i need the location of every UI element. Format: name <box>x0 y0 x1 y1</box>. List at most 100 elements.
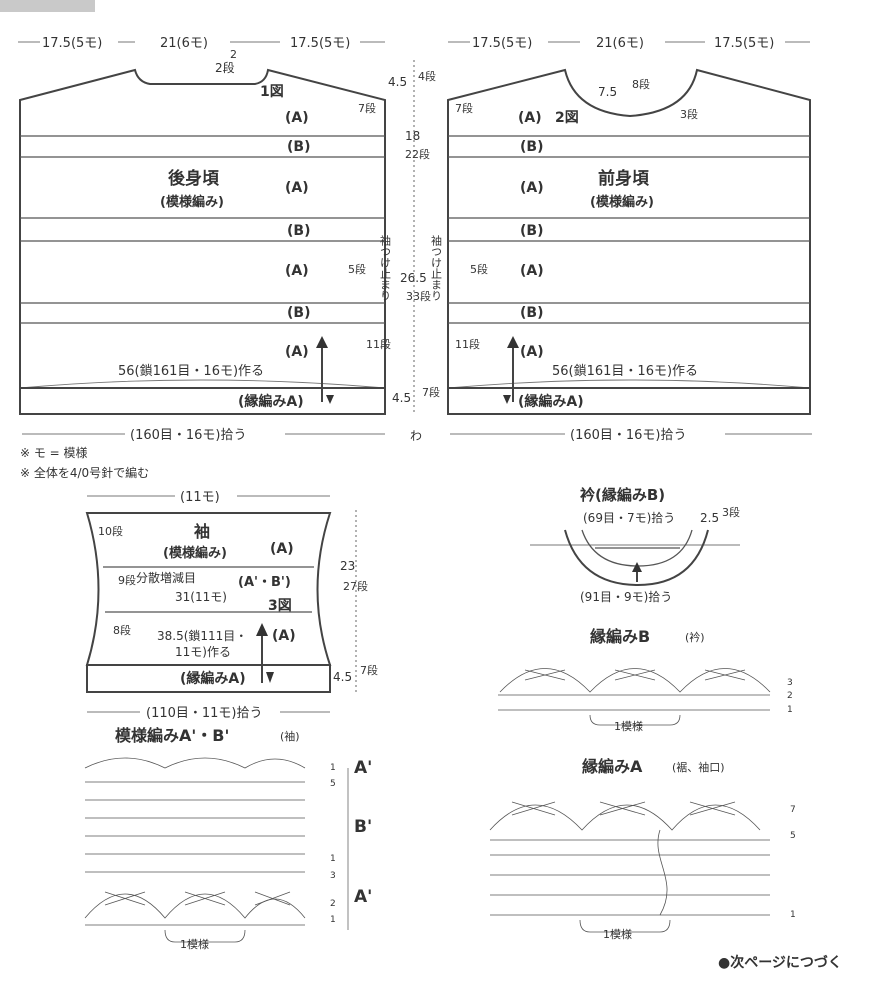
front-rows-5: 5段 <box>470 262 488 276</box>
svg-text:4.5: 4.5 <box>333 670 352 684</box>
label-a-prime-top: A' <box>354 758 372 778</box>
front-neck-rows8: 8段 <box>632 77 650 91</box>
front-rows-11: 11段 <box>455 337 480 351</box>
middle-dimensions: 4.5 4段 18 22段 袖つけ止まり 袖つけ止まり 26.5 33段 4.5… <box>379 60 443 443</box>
front-band-3: (A) <box>520 180 544 196</box>
svg-text:(160目・16モ)拾う: (160目・16モ)拾う <box>570 428 687 443</box>
svg-text:7段: 7段 <box>422 385 440 399</box>
chart-b-stitch-diagram <box>498 668 771 726</box>
back-band-2: (B) <box>287 139 310 155</box>
front-neck-rows3: 3段 <box>680 107 698 121</box>
sleeve-border: (縁編みA) <box>180 670 246 687</box>
sleeve-subtitle: (模様編み) <box>163 545 227 561</box>
svg-text:1: 1 <box>330 763 336 773</box>
front-subtitle: (模様編み) <box>590 194 654 210</box>
chart-b-repeat: 1模様 <box>614 719 643 733</box>
svg-text:1: 1 <box>790 910 796 920</box>
back-band-4: (B) <box>287 223 310 239</box>
svg-text:(110目・11モ)拾う: (110目・11モ)拾う <box>146 706 263 721</box>
label-b-prime: B' <box>354 817 372 837</box>
label-a-prime-bottom: A' <box>354 887 372 907</box>
svg-text:3: 3 <box>330 871 336 881</box>
collar-diagram <box>530 529 740 587</box>
collar-top: (69目・7モ)拾う <box>583 510 675 525</box>
front-rows-7: 7段 <box>455 101 473 115</box>
note-1: ※ モ = 模様 <box>20 446 88 460</box>
svg-text:27段: 27段 <box>343 579 368 593</box>
front-title: 前身頃 <box>598 168 650 189</box>
chart-ab-sub: (袖) <box>280 729 300 743</box>
front-band-4: (B) <box>520 223 543 239</box>
top-dimension-right: 17.5(5モ) 21(6モ) 17.5(5モ) <box>448 34 810 51</box>
chart-a-repeat: 1模様 <box>603 927 632 941</box>
dim-left-shoulder: 17.5(5モ) <box>42 36 102 51</box>
front-neck-depth: 7.5 <box>598 85 617 99</box>
svg-text:4.5: 4.5 <box>388 75 407 89</box>
svg-text:1: 1 <box>330 915 336 925</box>
svg-text:38.5(鎖111目・: 38.5(鎖111目・ <box>157 628 247 643</box>
photo-fragment <box>0 0 95 12</box>
front-band-2: (B) <box>520 139 543 155</box>
front-chain: 56(鎖161目・16モ)作る <box>552 363 698 379</box>
top-dimension-left: 17.5(5モ) 21(6モ) 17.5(5モ) <box>18 34 385 51</box>
svg-text:2: 2 <box>330 899 336 909</box>
dim-right-neck: 21(6モ) <box>596 36 644 51</box>
svg-text:4段: 4段 <box>418 69 436 83</box>
svg-text:33段: 33段 <box>406 289 431 303</box>
collar-title: 衿(縁編みB) <box>580 486 665 504</box>
dim-left-shoulder2: 17.5(5モ) <box>290 36 350 51</box>
sleeve-title: 袖 <box>194 522 210 541</box>
svg-text:1: 1 <box>330 854 336 864</box>
svg-text:11モ)作る: 11モ)作る <box>175 645 231 659</box>
chart-ab-repeat: 1模様 <box>180 937 209 951</box>
back-neck-rows: 2段 <box>215 60 235 75</box>
collar-rows: 3段 <box>722 505 740 519</box>
svg-text:10段: 10段 <box>98 524 123 538</box>
continue-next-page: ●次ページにつづく <box>718 954 842 971</box>
svg-text:31(11モ): 31(11モ) <box>175 590 227 604</box>
chart-a-title: 縁編みA <box>582 757 643 776</box>
back-rows-11: 11段 <box>366 337 391 351</box>
svg-text:3: 3 <box>787 678 793 688</box>
chart-b-sub: (衿) <box>685 630 705 644</box>
dim-right-shoulder: 17.5(5モ) <box>472 36 532 51</box>
armhole-right: 袖つけ止まり <box>430 234 443 301</box>
collar-dim: 2.5 <box>700 511 719 525</box>
back-subtitle: (模様編み) <box>160 194 224 210</box>
chart-a-sub: (裾、袖口) <box>672 760 725 774</box>
svg-text:わ: わ <box>410 429 422 443</box>
sleeve-band-ab: (A'・B') <box>238 575 291 590</box>
svg-text:26.5: 26.5 <box>400 271 427 285</box>
back-chain: 56(鎖161目・16モ)作る <box>118 363 264 379</box>
sleeve-top-dimension: (11モ) <box>87 488 330 505</box>
back-neck-dim: 2 <box>230 48 237 61</box>
collar-bottom: (91目・9モ)拾う <box>580 589 672 604</box>
back-border: (縁編みA) <box>238 393 304 410</box>
dim-right-shoulder2: 17.5(5モ) <box>714 36 774 51</box>
svg-text:5: 5 <box>330 779 336 789</box>
back-rows-5: 5段 <box>348 262 366 276</box>
svg-text:23: 23 <box>340 559 355 573</box>
svg-text:18: 18 <box>405 129 420 143</box>
front-pickup: (160目・16モ)拾う <box>450 426 812 443</box>
svg-text:2: 2 <box>787 691 793 701</box>
back-band-7: (A) <box>285 344 309 360</box>
back-band-6: (B) <box>287 305 310 321</box>
back-band-1: (A) <box>285 110 309 126</box>
svg-text:7段: 7段 <box>360 663 378 677</box>
svg-text:9段: 9段 <box>118 573 136 587</box>
back-body-panel <box>19 68 386 415</box>
sleeve-panel <box>85 512 332 693</box>
sleeve-band-a: (A) <box>270 541 294 557</box>
chart-ab-title: 模様編みA'・B' <box>115 726 229 745</box>
back-rows-7: 7段 <box>358 101 376 115</box>
svg-text:4.5: 4.5 <box>392 391 411 405</box>
chart-a-stitch-diagram <box>489 801 770 933</box>
svg-text:(160目・16モ)拾う: (160目・16モ)拾う <box>130 428 247 443</box>
svg-text:5: 5 <box>790 831 796 841</box>
svg-text:8段: 8段 <box>113 623 131 637</box>
svg-text:22段: 22段 <box>405 147 430 161</box>
front-band-1: (A) <box>518 110 542 126</box>
sleeve-fig: 3図 <box>268 598 292 614</box>
